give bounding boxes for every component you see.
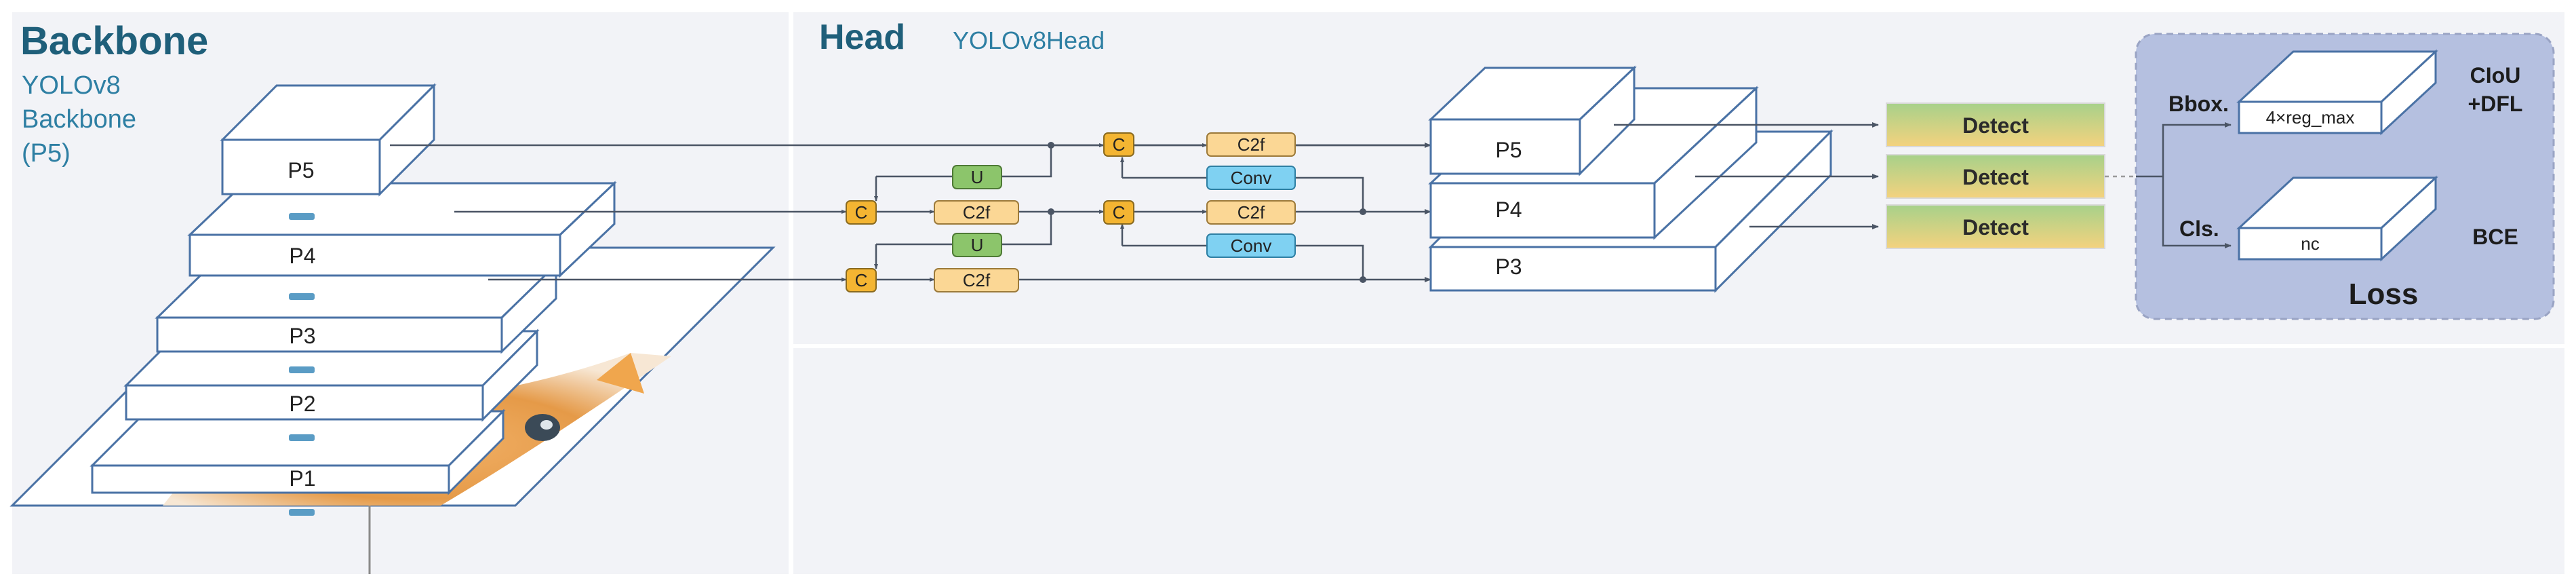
backbone-block-p5: P5 <box>220 83 437 197</box>
detect-box-3: Detect <box>1886 204 2105 249</box>
head-subtitle: YOLOv8Head <box>953 26 1105 54</box>
backbone-label-p3: P3 <box>289 324 315 348</box>
neck-to-detect-arrows <box>1614 122 1879 229</box>
backbone-block-p1: P1 <box>90 409 506 495</box>
backbone-stem-connectors <box>289 213 315 516</box>
bbox-output-label: 4×reg_max <box>2266 107 2355 128</box>
concat-label-4: C <box>1113 202 1126 223</box>
detect-label-3: Detect <box>1962 215 2029 240</box>
conv-label-2: Conv <box>1231 235 1272 256</box>
backbone-label-p4: P4 <box>289 244 315 268</box>
concat-label-3: C <box>1113 134 1126 155</box>
c2f-label-4: C2f <box>1237 202 1265 223</box>
bbox-output-block: 4×reg_max <box>2236 49 2438 136</box>
detect-box-1: Detect <box>1886 102 2105 147</box>
head-op-conv-2: Conv <box>1206 233 1296 258</box>
backbone-subtitle-line-1: YOLOv8 <box>22 71 121 100</box>
conv-label-1: Conv <box>1231 168 1272 188</box>
head-op-conv-1: Conv <box>1206 166 1296 190</box>
neck-label-p5: P5 <box>1495 138 1522 162</box>
bbox-loss-label-line-2: +DFL <box>2468 92 2523 116</box>
head-neck-wiring <box>874 143 1431 282</box>
detect-label-1: Detect <box>1962 113 2029 138</box>
head-op-upsample-1: U <box>952 165 1002 189</box>
backbone-block-p4: P4 <box>187 181 617 278</box>
backbone-label-p5: P5 <box>288 158 314 183</box>
upsample-label-2: U <box>971 235 984 255</box>
head-op-concat-1: C <box>846 200 877 225</box>
c2f-label-2: C2f <box>963 270 991 290</box>
head-op-c2f-3: C2f <box>1206 132 1296 157</box>
bbox-loss-label-line-1: CIoU <box>2470 63 2521 88</box>
cls-output-block: nc <box>2236 175 2438 262</box>
head-op-concat-4: C <box>1103 200 1134 225</box>
bbox-branch-label: Bbox. <box>2168 92 2229 116</box>
head-title: Head <box>819 18 905 57</box>
detect-label-2: Detect <box>1962 165 2029 189</box>
c2f-label-1: C2f <box>963 202 991 223</box>
backbone-title: Backbone <box>20 19 208 63</box>
neck-block-p5: P5 <box>1428 65 1637 176</box>
neck-label-p4: P4 <box>1495 197 1522 222</box>
detect-box-2: Detect <box>1886 154 2105 199</box>
head-op-concat-3: C <box>1103 132 1134 157</box>
concat-label-2: C <box>855 270 868 290</box>
c2f-label-3: C2f <box>1237 134 1265 155</box>
loss-branch-lines <box>2136 122 2232 248</box>
head-op-c2f-2: C2f <box>934 268 1019 292</box>
backbone-label-p2: P2 <box>289 392 315 416</box>
concat-label-1: C <box>855 202 868 223</box>
head-op-c2f-1: C2f <box>934 200 1019 225</box>
loss-title: Loss <box>2349 278 2419 311</box>
backbone-block-p3: P3 <box>155 262 559 354</box>
head-op-concat-2: C <box>846 268 877 292</box>
cls-branch-label: Cls. <box>2179 216 2219 241</box>
backbone-subtitle-line-3: (P5) <box>22 139 71 168</box>
head-junction-dots <box>1048 142 1366 283</box>
neck-label-p3: P3 <box>1495 254 1522 279</box>
backbone-label-p1: P1 <box>289 466 315 491</box>
backbone-subtitle-line-2: Backbone <box>22 105 136 134</box>
head-op-upsample-2: U <box>952 233 1002 257</box>
upsample-label-1: U <box>971 167 984 187</box>
cls-loss-label: BCE <box>2472 225 2518 249</box>
cls-output-label: nc <box>2301 233 2319 254</box>
head-op-c2f-4: C2f <box>1206 200 1296 225</box>
